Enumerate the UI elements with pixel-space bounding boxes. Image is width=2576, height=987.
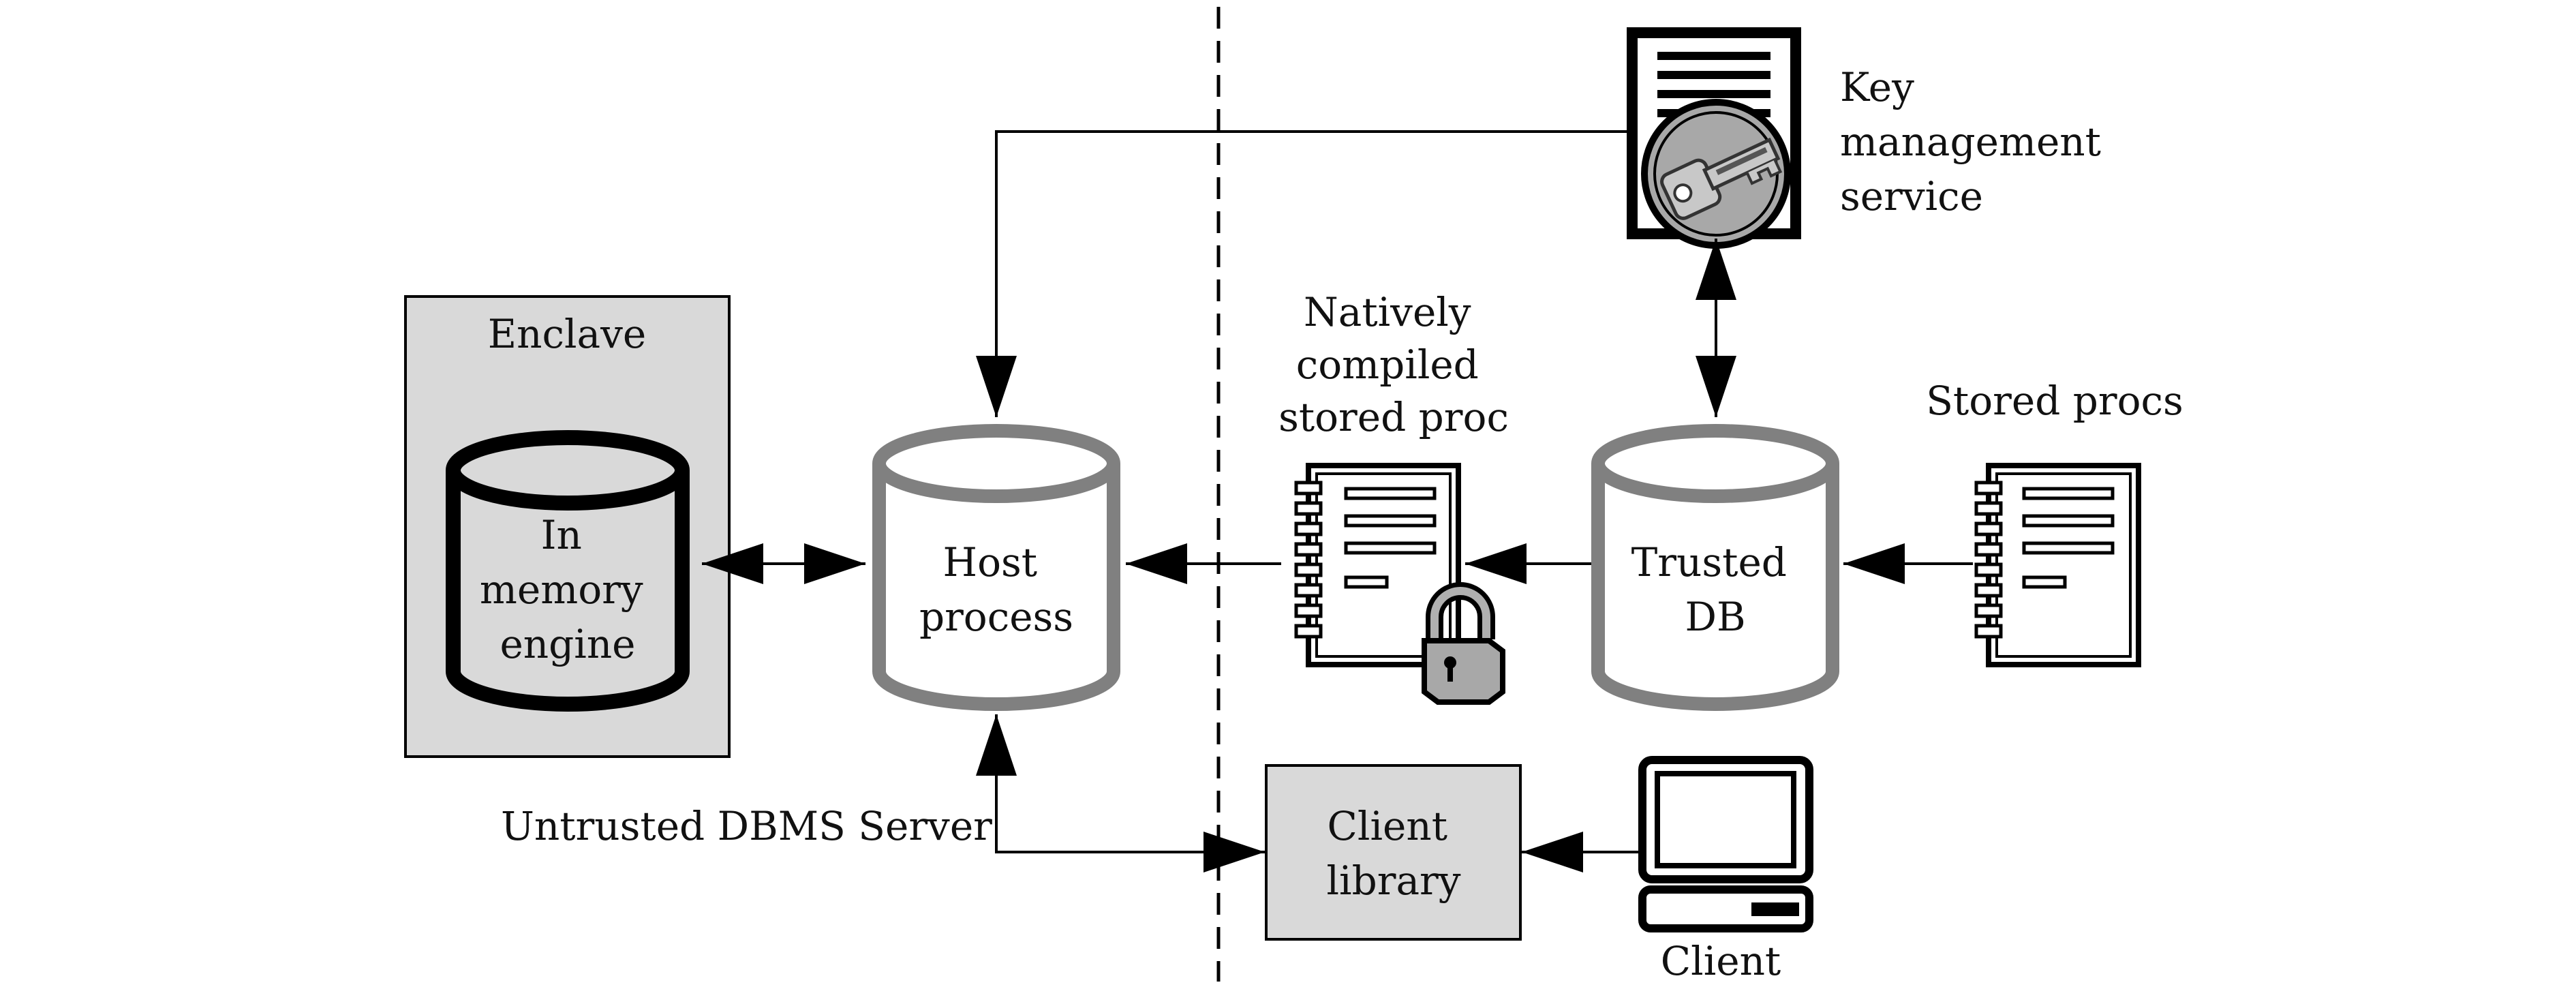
trusted-db-label-2: DB bbox=[1685, 594, 1745, 640]
host-process-cylinder bbox=[872, 424, 1120, 711]
client-library-label-2: library bbox=[1326, 857, 1460, 904]
host-client-library-arrow bbox=[976, 714, 1265, 872]
svg-text:Trusted DB: Trusted DB bbox=[1631, 539, 1800, 640]
svg-text:In memory engine: In memory engine bbox=[480, 512, 656, 667]
key-document-icon bbox=[1627, 27, 1801, 249]
svg-text:Natively compiled stor: Natively compiled stored proc bbox=[1278, 289, 1509, 440]
trusted-db-label-1: Trusted bbox=[1631, 539, 1787, 586]
host-process-label-1: Host bbox=[942, 539, 1037, 586]
key-management-label-1: Key bbox=[1840, 64, 1914, 110]
untrusted-dbms-server-label: Untrusted DBMS Server bbox=[501, 803, 992, 849]
in-memory-engine-label-2: memory bbox=[480, 566, 643, 613]
in-memory-engine-label-1: In bbox=[541, 512, 582, 558]
enclave-label: Enclave bbox=[488, 311, 646, 357]
natively-compiled-label-3: stored proc bbox=[1278, 394, 1509, 440]
computer-icon bbox=[1638, 756, 1813, 932]
in-memory-engine-cylinder bbox=[446, 430, 690, 712]
natively-compiled-label-1: Natively bbox=[1304, 289, 1471, 335]
key-management-label-2: management bbox=[1840, 119, 2101, 165]
key-management-label-3: service bbox=[1840, 173, 1983, 219]
stored-procs-label: Stored procs bbox=[1926, 378, 2183, 424]
host-process-label-2: process bbox=[919, 594, 1073, 640]
document-icon bbox=[1974, 463, 2141, 667]
kms-host-arrow bbox=[976, 130, 1632, 417]
svg-text:Key management service: Key management service bbox=[1840, 64, 2113, 219]
client-library-box bbox=[1265, 764, 1522, 941]
in-memory-engine-label-3: engine bbox=[500, 621, 635, 667]
key-icon bbox=[1660, 137, 1783, 220]
natively-compiled-label-2: compiled bbox=[1296, 341, 1479, 388]
client-label: Client bbox=[1661, 938, 1781, 984]
enclave-box: Enclave In memory engine bbox=[404, 295, 731, 758]
trusted-db-cylinder bbox=[1591, 424, 1839, 711]
svg-text:Client library: Client library bbox=[1326, 803, 1460, 904]
client-library-label-1: Client bbox=[1328, 803, 1447, 849]
svg-text:Host process: Host process bbox=[919, 539, 1073, 640]
lock-icon bbox=[1422, 582, 1505, 705]
